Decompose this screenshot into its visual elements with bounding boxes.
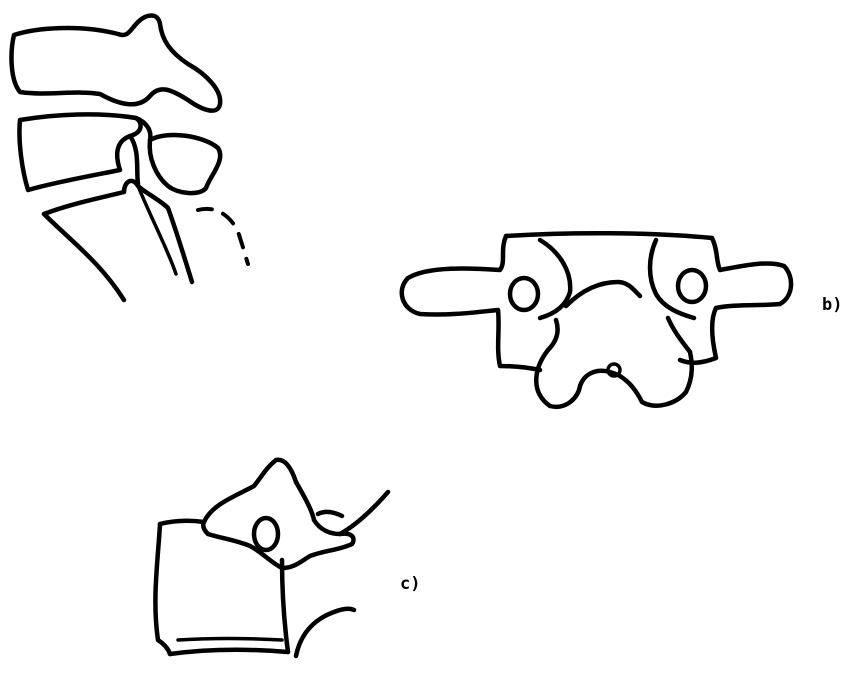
posterior-wall xyxy=(282,560,288,652)
spinous-process xyxy=(536,350,692,407)
panel-label-c: c) xyxy=(400,576,420,593)
left-transverse-process xyxy=(402,236,540,370)
left-facet-oval xyxy=(510,278,538,310)
sacrum-anterior-curve xyxy=(44,214,124,300)
vertebral-body-rim xyxy=(506,233,712,238)
vertebral-body-box xyxy=(160,521,204,524)
pedicle-oval xyxy=(254,518,278,550)
panel-c-oblique-vertebra xyxy=(155,460,388,656)
superior-process-line xyxy=(340,492,388,534)
pedicle-curve xyxy=(130,136,138,184)
middle-vertebra-body xyxy=(19,114,140,190)
right-facet-oval xyxy=(678,270,706,302)
lower-curve xyxy=(296,609,354,656)
middle-articular-process xyxy=(150,135,221,193)
spinal-canal-arch xyxy=(566,282,640,306)
panel-label-b: b) xyxy=(822,297,842,314)
panel-b-axial-vertebra xyxy=(402,233,791,407)
pars-pointer xyxy=(318,512,342,516)
vertebral-body-bottom-inner xyxy=(178,639,282,641)
right-articular-process xyxy=(650,240,694,318)
sacrum-outline xyxy=(44,181,192,282)
upper-vertebra-outline xyxy=(12,16,221,111)
vertebral-body-left-side xyxy=(155,524,170,654)
lamina-lines xyxy=(548,318,690,352)
slip-dashed-outline xyxy=(198,209,248,264)
vertebral-body-bottom xyxy=(170,650,288,654)
panel-a-lateral-spine xyxy=(12,16,248,301)
